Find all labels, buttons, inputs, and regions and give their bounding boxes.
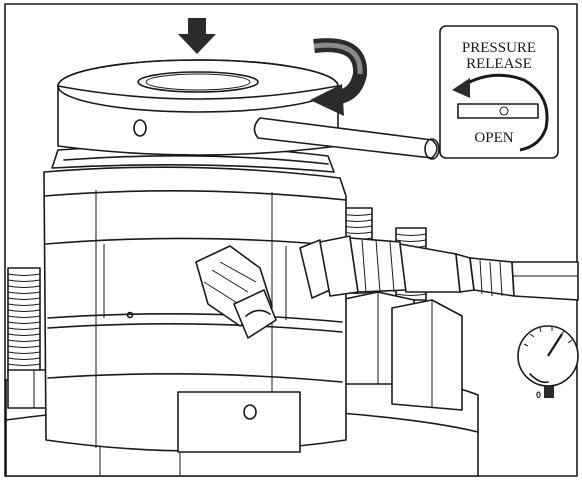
gauge-zero-label: 0: [536, 390, 541, 400]
inset-title-line2: RELEASE: [466, 56, 532, 72]
valve-screw-icon: [499, 106, 509, 116]
push-down-arrow-icon: [178, 18, 216, 54]
cylinder-body: [43, 166, 347, 453]
rotate-arrow-icon: [310, 38, 368, 116]
open-direction-arrow-icon: [461, 73, 549, 152]
pressure-release-inset: PRESSURE RELEASE OPEN: [439, 25, 559, 159]
inset-title-line1: PRESSURE: [462, 40, 536, 56]
tommy-bar: [253, 117, 440, 160]
hose-coupler: [299, 235, 579, 301]
release-valve: [195, 245, 277, 339]
pressure-gauge-icon: 0: [517, 325, 579, 400]
inset-open-label: OPEN: [474, 130, 513, 146]
valve-slot: [457, 103, 539, 119]
